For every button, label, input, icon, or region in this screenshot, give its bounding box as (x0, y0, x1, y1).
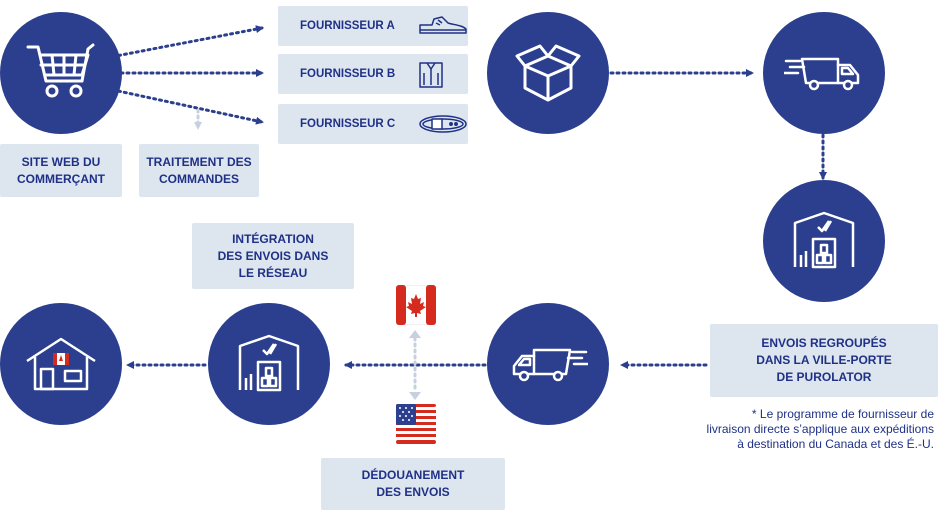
open-box-icon (515, 44, 581, 102)
gateway-warehouse-circle (763, 180, 885, 302)
merchant-site-label: SITE WEB DU COMMERÇANT (0, 144, 122, 197)
footnote: * Le programme de fournisseur de livrais… (634, 407, 934, 452)
supplier-a-label: FOURNISSEUR A (300, 20, 395, 32)
supplier-c-label: FOURNISSEUR C (300, 118, 396, 130)
shoe-icon (419, 16, 467, 34)
customs-arrow-down (409, 392, 421, 400)
delivery-truck-icon (784, 57, 860, 91)
house-icon (26, 337, 96, 391)
footnote-line-2: livraison directe s’applique aux expédit… (706, 422, 934, 436)
customs-arrow-up (409, 330, 421, 338)
arrow-to-supplier-c (93, 84, 264, 125)
delivery-truck-icon (512, 348, 588, 382)
house-circle (0, 303, 122, 425)
shopping-cart-icon (26, 43, 95, 98)
usa-flag-icon (396, 404, 436, 444)
footnote-line-1: * Le programme de fournisseur de (751, 407, 934, 421)
arrow-to-supplier-a (93, 25, 264, 62)
supplier-b-label: FOURNISSEUR B (300, 68, 396, 80)
network-warehouse-circle (208, 303, 330, 425)
warehouse-icon (238, 334, 300, 392)
customs-clearance-label: DÉDOUANEMENT DES ENVOIS (321, 458, 505, 510)
merchant-cart-circle (0, 12, 122, 134)
shirt-icon (419, 62, 443, 88)
canada-flag-icon (396, 285, 436, 325)
supplier-b: FOURNISSEUR B (278, 54, 468, 94)
consolidated-shipments-label: ENVOIS REGROUPÉS DANS LA VILLE-PORTE DE … (710, 324, 938, 397)
footnote-line-3: à destination du Canada et des É.-U. (737, 437, 934, 451)
delivery-truck-circle-2 (487, 303, 609, 425)
order-processing-label: TRAITEMENT DES COMMANDES (139, 144, 259, 197)
belt-icon (419, 115, 467, 133)
supplier-c: FOURNISSEUR C (278, 104, 468, 144)
network-integration-label: INTÉGRATION DES ENVOIS DANS LE RÉSEAU (192, 223, 354, 289)
box-circle (487, 12, 609, 134)
warehouse-icon (793, 211, 855, 269)
delivery-truck-circle (763, 12, 885, 134)
supplier-a: FOURNISSEUR A (278, 6, 468, 46)
